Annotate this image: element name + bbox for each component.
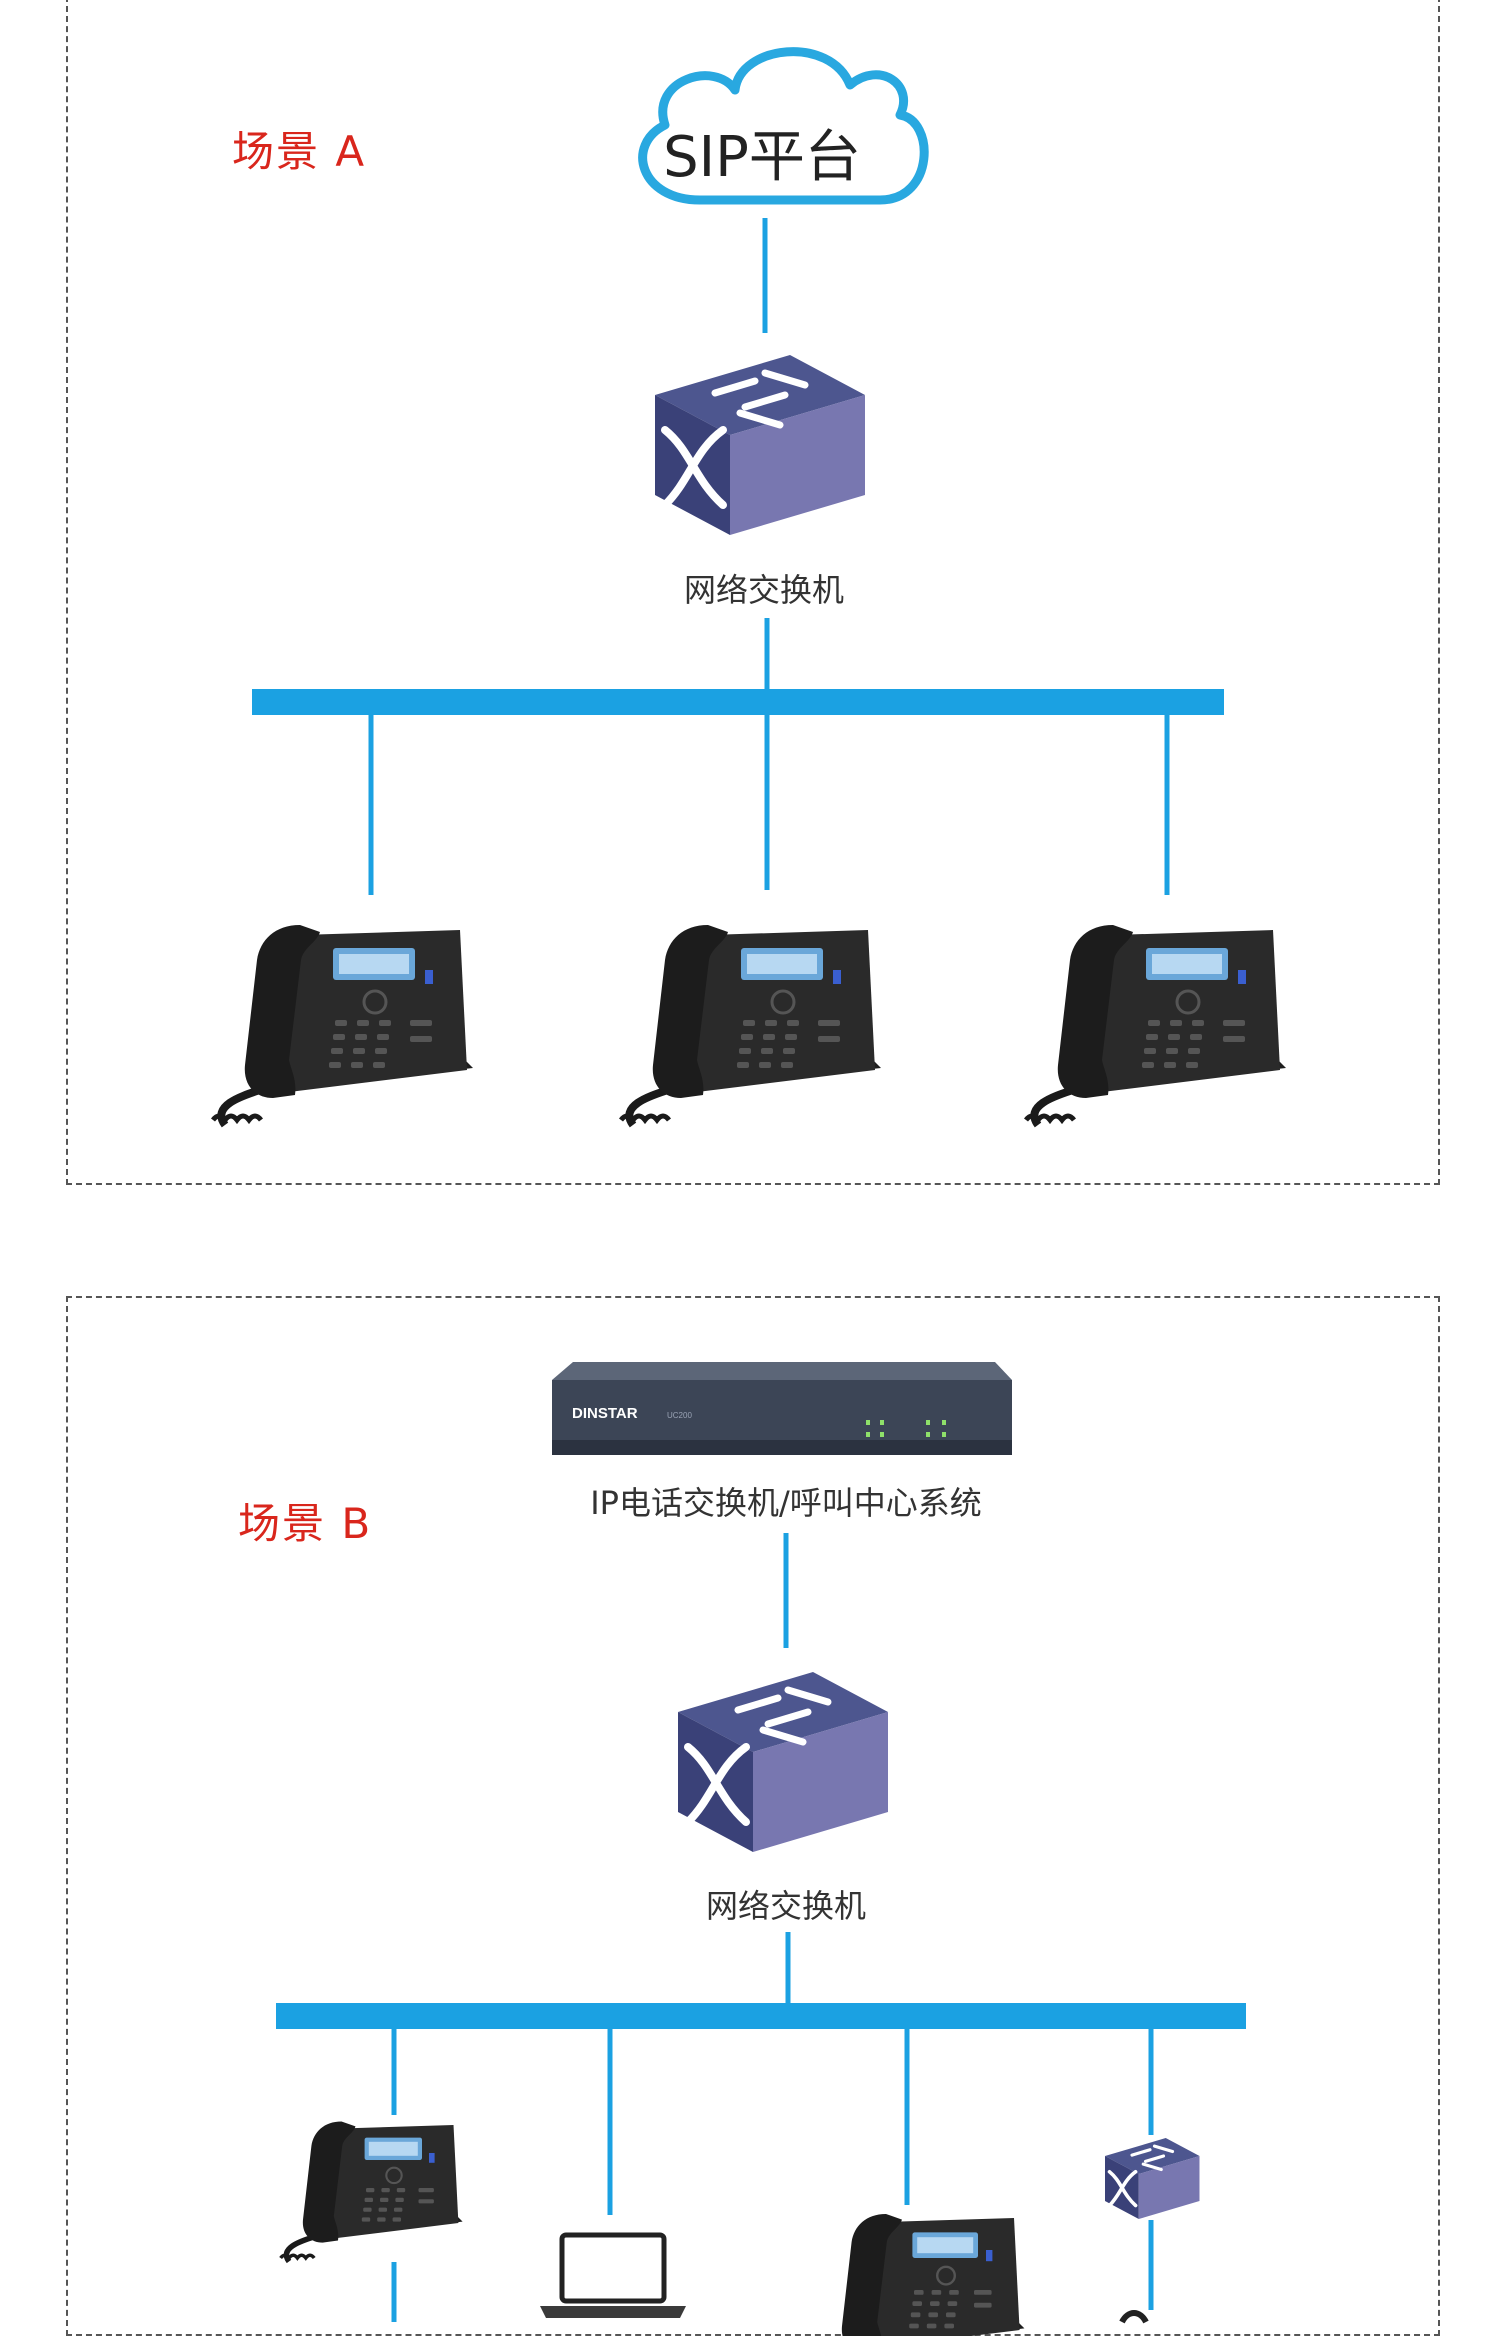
mini-switch-icon [1103,2136,1202,2221]
pbx-brand-label: DINSTAR [572,1405,638,1422]
scene-b-label: 场景 B [238,1499,373,1548]
ip-phone-b2-icon [816,2214,1024,2336]
switch-b-label: 网络交换机 [705,1887,867,1925]
network-switch-b-icon [678,1672,888,1852]
network-bus-a [252,689,1224,715]
pbx-model-label: UC200 [667,1411,692,1420]
network-switch-a-icon [655,355,865,535]
laptop-icon [540,2232,686,2318]
ip-phone-b1-icon [281,2122,463,2262]
scene-a-label: 场景 A [232,127,367,176]
ip-pbx-device-icon [552,1362,1012,1455]
ip-phone-a3-icon [1026,925,1286,1125]
switch-a-label: 网络交换机 [683,571,845,609]
scene-a-frame [66,0,1440,1185]
sip-platform-label: SIP平台 [663,125,861,190]
sip-platform-cloud [638,47,929,205]
ip-phone-a1-icon [213,925,473,1125]
cable-hook-icon [1119,2310,1149,2324]
pbx-label: IP电话交换机/呼叫中心系统 [590,1484,982,1522]
ip-phone-a2-icon [621,925,881,1125]
network-bus-b [276,2003,1246,2029]
